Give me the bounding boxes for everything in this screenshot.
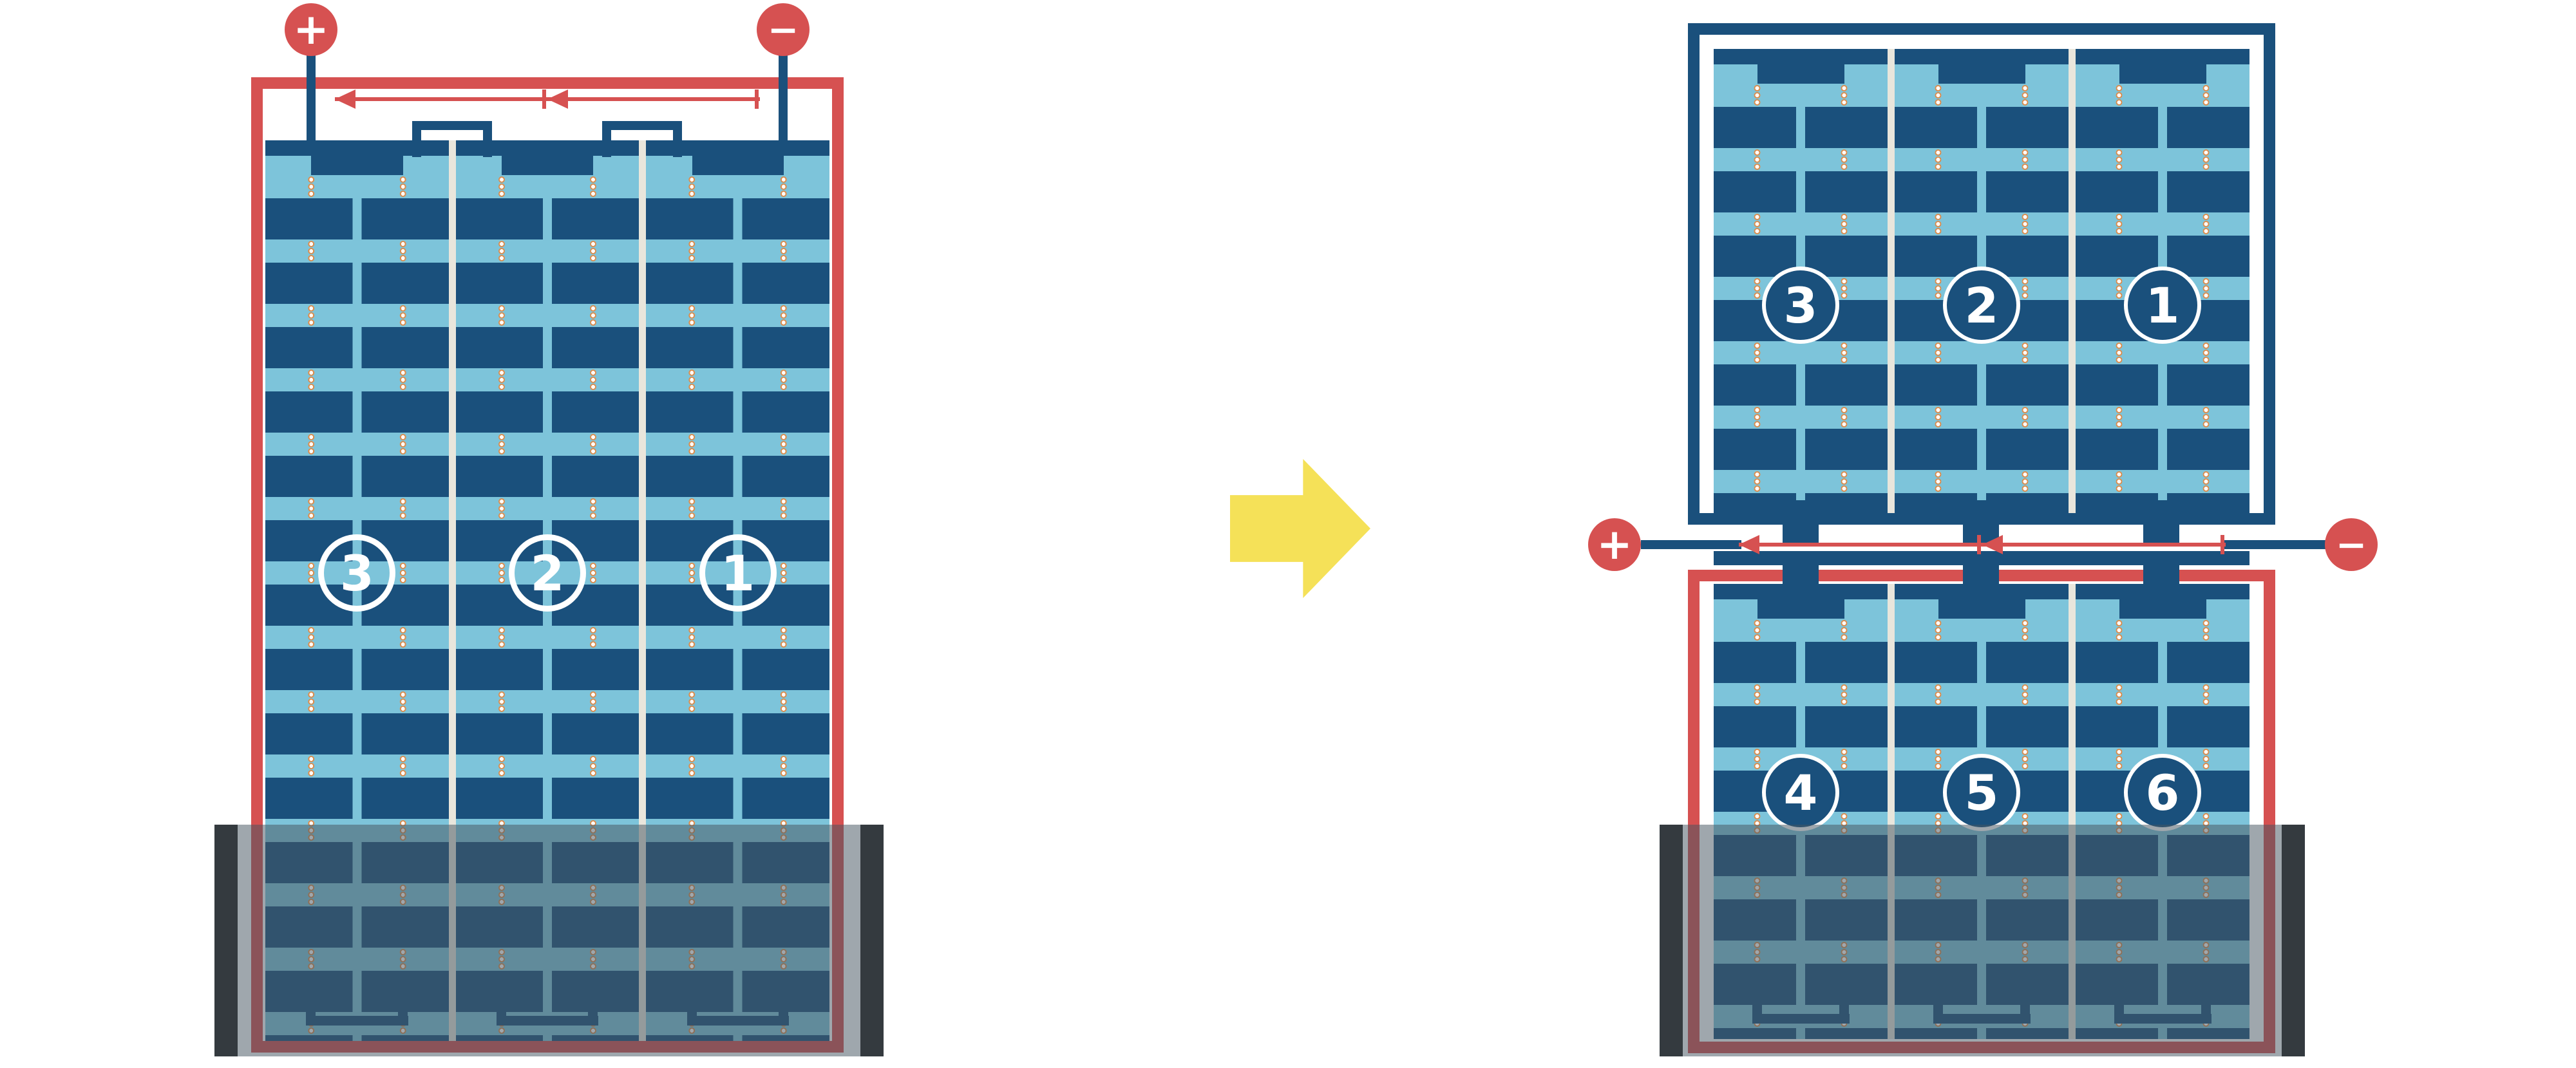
string-number-badge: 1 xyxy=(2124,267,2201,344)
junction-stub xyxy=(1783,512,1819,545)
string-number-badge: 2 xyxy=(509,534,586,612)
negative-lead xyxy=(2223,540,2326,549)
top-cell-array: 3 2 1 xyxy=(1714,49,2249,513)
string-number-badge: 3 xyxy=(1762,267,1839,344)
shade-edge-left xyxy=(1660,825,1683,1056)
string-busbar-bottom xyxy=(2076,500,2249,513)
series-bridge xyxy=(412,121,492,157)
string-number-badge: 5 xyxy=(1943,754,2020,831)
busbar-tab xyxy=(311,156,403,175)
string-number-badge: 4 xyxy=(1762,754,1839,831)
busbar-tab xyxy=(1938,599,2025,619)
plus-icon: + xyxy=(293,5,329,54)
minus-icon: − xyxy=(2335,523,2367,567)
junction-stub xyxy=(2143,563,2179,586)
flow-arrowhead-icon xyxy=(1982,535,2003,554)
string-number-badge: 6 xyxy=(2124,754,2201,831)
string-number-badge: 1 xyxy=(699,534,777,612)
string-busbar-top xyxy=(1895,49,2069,64)
junction-stub xyxy=(1783,563,1819,586)
busbar-tab xyxy=(501,156,594,175)
shade-edge-right xyxy=(860,825,884,1056)
flow-tick xyxy=(755,89,759,109)
busbar-tab xyxy=(1757,64,1844,84)
busbar-tab xyxy=(1938,64,2025,84)
string-busbar-top xyxy=(2076,49,2249,64)
plus-icon: + xyxy=(1596,520,1633,569)
transform-arrow-icon xyxy=(1230,459,1370,598)
junction-stub xyxy=(1963,563,1999,586)
string-number-badge: 2 xyxy=(1943,267,2020,344)
positive-terminal: + xyxy=(1588,518,1641,571)
string-busbar-bottom xyxy=(1714,500,1888,513)
string-busbar-top xyxy=(1895,584,2069,599)
busbar-tab xyxy=(2119,64,2206,84)
busbar-tab xyxy=(692,156,784,175)
busbar-tab xyxy=(1757,599,1844,619)
shading-overlay xyxy=(214,825,884,1056)
string-busbar-top xyxy=(2076,584,2249,599)
current-direction-line xyxy=(335,89,760,109)
shade-edge-left xyxy=(214,825,238,1056)
minus-icon: − xyxy=(767,8,799,52)
junction-busbar xyxy=(1714,551,2249,565)
flow-tick xyxy=(542,89,546,109)
flow-arrowhead-icon xyxy=(1739,535,1759,554)
negative-terminal: − xyxy=(757,3,810,56)
busbar-tab xyxy=(2119,599,2206,619)
flow-arrowhead-icon xyxy=(547,89,568,109)
string-busbar-bottom xyxy=(1895,500,2069,513)
cell-string: 1 xyxy=(2076,49,2249,513)
shade-edge-right xyxy=(2282,825,2305,1056)
cell-string: 3 xyxy=(1714,49,1888,513)
cell-string: 2 xyxy=(1895,49,2069,513)
positive-lead xyxy=(1641,540,1741,549)
flow-arrowhead-icon xyxy=(335,89,355,109)
positive-terminal: + xyxy=(285,3,337,56)
flow-tick xyxy=(1977,535,1981,554)
negative-terminal: − xyxy=(2325,518,2378,571)
string-number-badge: 3 xyxy=(318,534,396,612)
junction-stub xyxy=(2143,512,2179,545)
positive-lead xyxy=(307,54,316,156)
negative-lead xyxy=(779,54,788,156)
current-direction-line xyxy=(1739,535,2226,554)
string-busbar-top xyxy=(1714,49,1888,64)
string-busbar-top xyxy=(1714,584,1888,599)
shading-overlay xyxy=(1660,825,2305,1056)
flow-tick xyxy=(2221,535,2224,554)
series-bridge xyxy=(602,121,682,157)
